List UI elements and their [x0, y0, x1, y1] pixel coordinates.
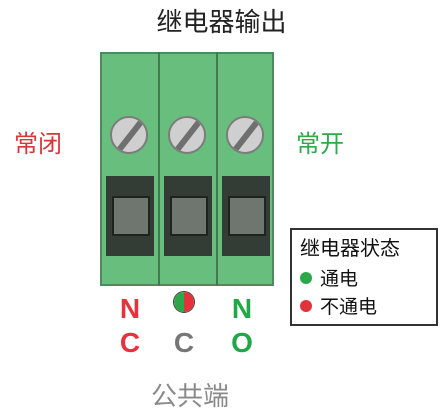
- terminal-no-top-letter: N: [231, 293, 253, 324]
- socket-hole: [112, 196, 150, 236]
- terminal-socket: [106, 176, 154, 256]
- normally-open-label: 常开: [296, 130, 344, 158]
- screw-icon: [226, 116, 264, 154]
- screw-icon: [168, 116, 206, 154]
- socket-hole: [228, 196, 266, 236]
- socket-hole: [170, 196, 208, 236]
- legend-item-energized: 通电: [300, 264, 358, 291]
- terminal-divider: [158, 52, 160, 286]
- terminal-socket: [164, 176, 212, 256]
- diagram-title: 继电器输出: [156, 8, 287, 38]
- terminal-common-bottom-letter: C: [173, 327, 195, 358]
- normally-closed-label: 常闭: [14, 130, 62, 158]
- terminal-no-bottom-letter: O: [231, 327, 253, 358]
- relay-status-legend: 继电器状态 通电 不通电: [290, 228, 438, 326]
- legend-item-label: 不通电: [320, 296, 378, 318]
- terminal-nc-bottom-letter: C: [119, 327, 141, 358]
- legend-item-label: 通电: [320, 268, 359, 290]
- screw-icon: [110, 116, 148, 154]
- terminal-divider: [216, 52, 218, 286]
- relay-status-indicator-icon: [173, 291, 195, 313]
- terminal-socket: [222, 176, 270, 256]
- common-terminal-label: 公共端: [150, 382, 229, 412]
- legend-title: 继电器状态: [300, 236, 400, 260]
- green-dot-icon: [300, 271, 312, 284]
- terminal-nc-top-letter: N: [119, 293, 141, 324]
- red-dot-icon: [300, 299, 312, 312]
- legend-item-deenergized: 不通电: [300, 292, 377, 319]
